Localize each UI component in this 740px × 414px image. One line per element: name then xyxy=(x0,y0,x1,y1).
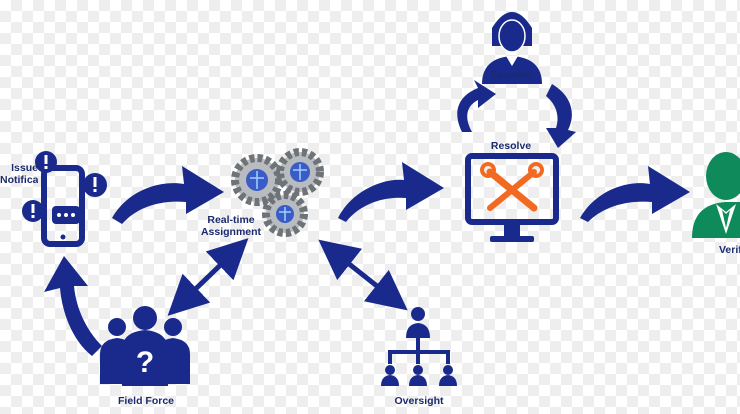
issue-notification-line1: Issue xyxy=(11,162,38,174)
flow-arrow-assignment-to-resolve xyxy=(338,162,444,222)
field-force-label: Field Force xyxy=(117,395,175,407)
escalate-label: Escalate xyxy=(490,69,534,81)
link-assignment-oversight xyxy=(318,239,408,311)
verify-label: Verify xyxy=(719,244,740,256)
flow-arrow-fieldforce-to-notification xyxy=(44,256,102,356)
issue-notification-label: Issue Notification xyxy=(0,162,38,186)
flow-arrow-notification-to-assignment xyxy=(112,166,224,224)
svg-text:?: ? xyxy=(136,346,154,379)
monitor-tools-icon xyxy=(465,153,559,242)
person-tie-icon xyxy=(692,152,740,238)
group-question-icon: ? xyxy=(100,306,190,386)
issue-notification-line2: Notification xyxy=(0,174,38,186)
flow-arrow-resolve-to-verify xyxy=(580,166,690,222)
link-assignment-fieldforce xyxy=(167,238,249,316)
escalate-cycle-arrows xyxy=(457,80,576,148)
gears-icon xyxy=(231,148,324,237)
org-chart-icon xyxy=(381,307,457,386)
realtime-assignment-line1: Real-time xyxy=(207,214,255,226)
oversight-label: Oversight xyxy=(394,395,444,407)
realtime-assignment-line2: Assignment xyxy=(200,226,262,238)
resolve-label: Resolve xyxy=(490,140,532,152)
realtime-assignment-label: Real-time Assignment xyxy=(201,214,261,238)
person-icon xyxy=(482,12,542,84)
phone-alerts-icon xyxy=(22,151,107,247)
